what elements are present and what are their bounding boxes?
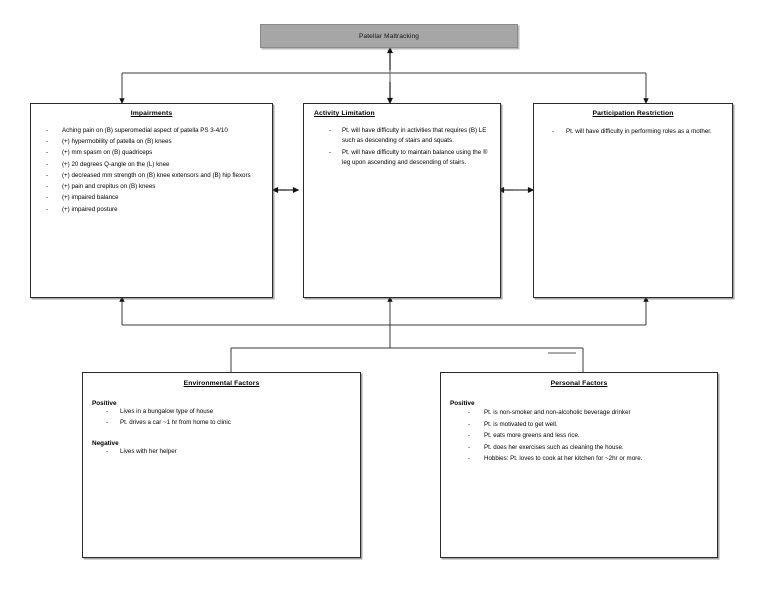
list-item: Pt. will have difficulty in performing r… [542, 127, 724, 137]
list-item: Pt. is non-smoker and non-alcoholic beve… [450, 407, 708, 418]
environmental-negative-list: Lives with her helper [92, 447, 351, 458]
impairments-content: Impairments Aching pain on (B) superomed… [31, 104, 272, 297]
personal-factors-heading: Personal Factors [550, 380, 608, 387]
list-item: (+) impaired posture [40, 205, 263, 215]
environmental-factors-content: Environmental Factors Positive Lives in … [83, 373, 360, 557]
environmental-factors-heading: Environmental Factors [183, 380, 260, 387]
participation-restriction-box: Participation Restriction Pt. will have … [533, 103, 733, 298]
participation-restriction-heading: Participation Restriction [592, 110, 674, 117]
activity-limitation-content: Activity Limitation Pt. will have diffic… [304, 104, 500, 297]
environmental-positive-label: Positive [92, 400, 117, 407]
personal-factors-content: Personal Factors Positive Pt. is non-smo… [441, 373, 717, 557]
title-box: Patellar Maltracking [260, 24, 518, 48]
environmental-negative-label: Negative [92, 439, 119, 447]
activity-limitation-box: Activity Limitation Pt. will have diffic… [303, 103, 501, 298]
list-item: Lives in a bungalow type of house [92, 407, 351, 418]
list-item: (+) hypermobility of patella on (B) knee… [40, 137, 263, 147]
list-item: (+) decreased mm strength on (B) knee ex… [40, 171, 263, 181]
list-item: Pt. does her exercises such as cleaning … [450, 442, 708, 453]
personal-factors-list: Pt. is non-smoker and non-alcoholic beve… [450, 407, 708, 464]
impairments-list: Aching pain on (B) superomedial aspect o… [40, 126, 263, 215]
list-item: Pt. drives a car ~1 hr from home to clin… [92, 418, 351, 429]
list-item: Pt. will have difficulty to maintain bal… [312, 148, 492, 168]
list-item: Lives with her helper [92, 447, 351, 458]
activity-limitation-list: Pt. will have difficulty in activities t… [312, 126, 492, 168]
participation-restriction-list: Pt. will have difficulty in performing r… [542, 127, 724, 137]
list-item: Hobbies: Pt. loves to cook at her kitche… [450, 453, 708, 464]
personal-factors-box: Personal Factors Positive Pt. is non-smo… [440, 372, 718, 558]
environmental-factors-box: Environmental Factors Positive Lives in … [82, 372, 361, 558]
impairments-box: Impairments Aching pain on (B) superomed… [30, 103, 273, 298]
personal-positive-label: Positive [450, 400, 475, 407]
title-label: Patellar Maltracking [358, 32, 420, 40]
participation-restriction-content: Participation Restriction Pt. will have … [534, 104, 732, 297]
list-item: Aching pain on (B) superomedial aspect o… [40, 126, 263, 136]
list-item: Pt. eats more greens and less rice. [450, 430, 708, 441]
list-item: (+) 20 degrees Q-angle on the (L) knee [40, 160, 263, 170]
list-item: (+) impaired balance [40, 193, 263, 203]
list-item: (+) mm spasm on (B) quadriceps [40, 148, 263, 158]
environmental-positive-list: Lives in a bungalow type of house Pt. dr… [92, 407, 351, 429]
list-item: Pt. is motivated to get well. [450, 419, 708, 430]
activity-limitation-heading: Activity Limitation [314, 110, 375, 117]
impairments-heading: Impairments [130, 110, 173, 117]
list-item: (+) pain and crepitus on (B) knees [40, 182, 263, 192]
list-item: Pt. will have difficulty in activities t… [312, 126, 492, 146]
